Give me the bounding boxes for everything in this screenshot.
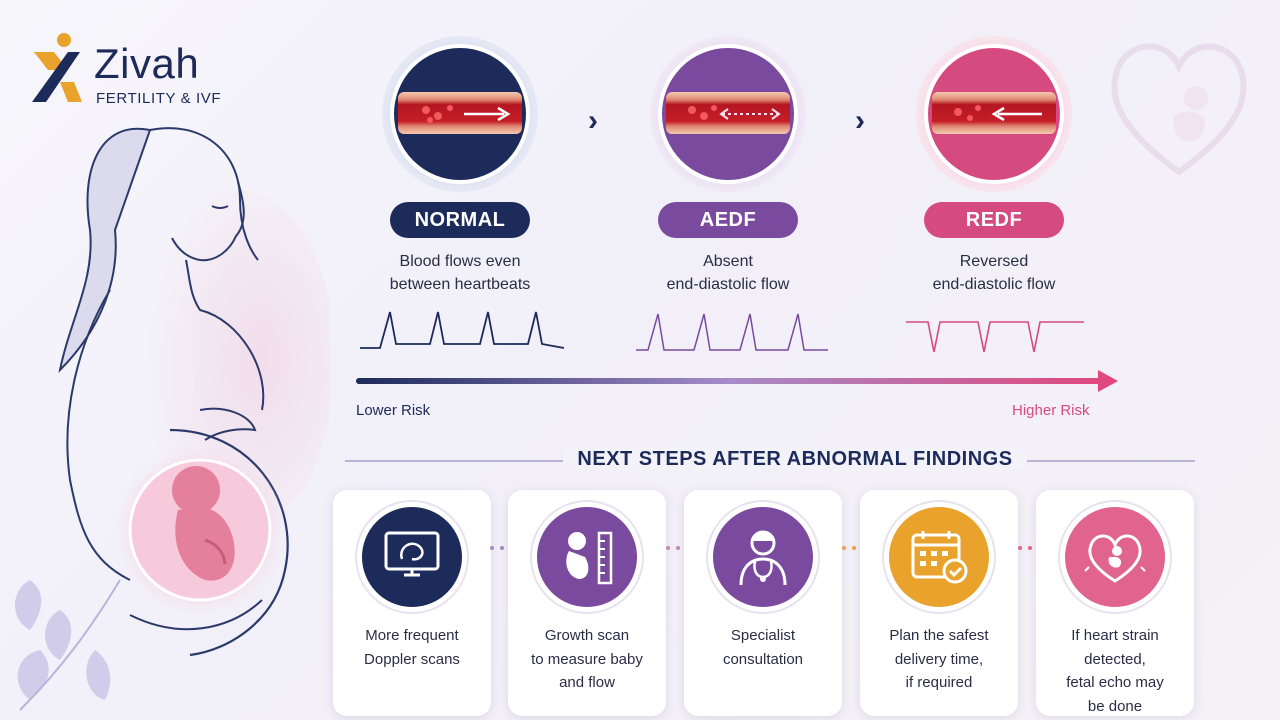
step-icon-circle <box>357 502 467 612</box>
step-card-fetal-echo: If heart strain detected, fetal echo may… <box>1036 490 1194 716</box>
redf-doppler-waveform <box>906 321 1084 353</box>
absent-flow-arrow-icon <box>719 108 781 120</box>
step-text-line: if required <box>905 674 973 691</box>
calendar-check-icon <box>911 531 968 584</box>
step-card-specialist: Specialist consultation <box>684 490 842 716</box>
heart-watermark-icon <box>1111 43 1247 176</box>
stage-normal-description: Blood flows even between heartbeats <box>340 250 580 296</box>
baby-ruler-icon <box>566 531 613 585</box>
step-text-line: Plan the safest <box>889 627 989 644</box>
stage-aedf-label: AEDF <box>658 202 798 238</box>
step-text: Growth scan to measure baby and flow <box>512 624 662 695</box>
brand-logo: Zivah FERTILITY & IVF <box>28 24 228 114</box>
blood-cells-icon <box>954 105 981 121</box>
step-text-line: to measure baby <box>531 650 643 668</box>
stage-redf-desc-line2: end-diastolic flow <box>932 276 1056 293</box>
stage-redf-description: Reversed end-diastolic flow <box>874 250 1114 296</box>
stage-redf-desc-line1: Reversed <box>959 253 1029 270</box>
stage-aedf-description: Absent end-diastolic flow <box>608 250 848 296</box>
step-text-line: Specialist <box>730 627 796 644</box>
stage-redf-label: REDF <box>924 202 1064 238</box>
risk-gradient-arrow <box>356 370 1118 392</box>
stage-normal-desc-line2: between heartbeats <box>389 276 531 293</box>
step-card-doppler: More frequent Doppler scans <box>333 490 491 716</box>
zivah-logo-icon <box>32 33 82 102</box>
stage-redf-circle <box>916 36 1072 192</box>
step-text: More frequent Doppler scans <box>337 624 487 671</box>
step-card-delivery-plan: Plan the safest delivery time, if requir… <box>860 490 1018 716</box>
step-text: Plan the safest delivery time, if requir… <box>864 624 1014 695</box>
stage-redf: REDF Reversed end-diastolic flow <box>874 36 1114 356</box>
step-icon-circle <box>532 502 642 612</box>
step-icon-circle <box>884 502 994 612</box>
heart-baby-icon <box>1084 534 1146 583</box>
reversed-flow-arrow-icon <box>991 106 1042 122</box>
monitor-ultrasound-icon <box>384 531 440 577</box>
step-text-line: Doppler scans <box>364 650 460 668</box>
stage-normal-desc-line1: Blood flows even <box>399 253 521 270</box>
step-text: If heart strain detected, fetal echo may… <box>1040 624 1190 718</box>
step-card-growth-scan: Growth scan to measure baby and flow <box>508 490 666 716</box>
aedf-doppler-waveform <box>636 313 828 351</box>
step-text-line: fetal echo may <box>1066 674 1164 691</box>
next-steps-title: NEXT STEPS AFTER ABNORMAL FINDINGS <box>330 448 1260 471</box>
chevron-right-icon: › <box>588 104 598 137</box>
stage-normal-circle <box>382 36 538 192</box>
step-icon-circle <box>1060 502 1170 612</box>
step-text: Specialist consultation <box>688 624 838 671</box>
step-text-line: consultation <box>722 650 804 668</box>
step-text-line: If heart strain <box>1071 627 1159 644</box>
chevron-right-icon: › <box>855 104 865 137</box>
blood-cells-icon <box>688 105 717 120</box>
step-text-line: detected, <box>1084 650 1146 668</box>
stage-aedf-desc-line1: Absent <box>703 253 753 270</box>
higher-risk-label: Higher Risk <box>1012 402 1090 419</box>
step-text-line: Growth scan <box>544 627 630 644</box>
step-text-line: delivery time, <box>894 650 984 668</box>
step-icon-circle <box>708 502 818 612</box>
step-text-line: and flow <box>559 674 615 691</box>
stage-aedf-desc-line2: end-diastolic flow <box>666 276 790 293</box>
stage-aedf-circle <box>650 36 806 192</box>
next-steps-title-text: NEXT STEPS AFTER ABNORMAL FINDINGS <box>563 448 1027 470</box>
stage-normal: NORMAL Blood flows even between heartbea… <box>340 36 580 356</box>
step-text-line: be done <box>1087 697 1143 715</box>
step-text-line: More frequent <box>365 627 459 644</box>
blood-cells-icon <box>422 105 453 123</box>
normal-doppler-waveform <box>360 311 565 349</box>
stage-normal-label: NORMAL <box>390 202 530 238</box>
doctor-icon <box>739 530 787 586</box>
brand-tagline: FERTILITY & IVF <box>96 90 222 107</box>
lower-risk-label: Lower Risk <box>356 402 431 419</box>
forward-flow-arrow-icon <box>464 106 511 122</box>
brand-name: Zivah <box>94 40 200 87</box>
stage-aedf: AEDF Absent end-diastolic flow <box>608 36 848 356</box>
pregnant-woman-illustration <box>15 127 330 711</box>
